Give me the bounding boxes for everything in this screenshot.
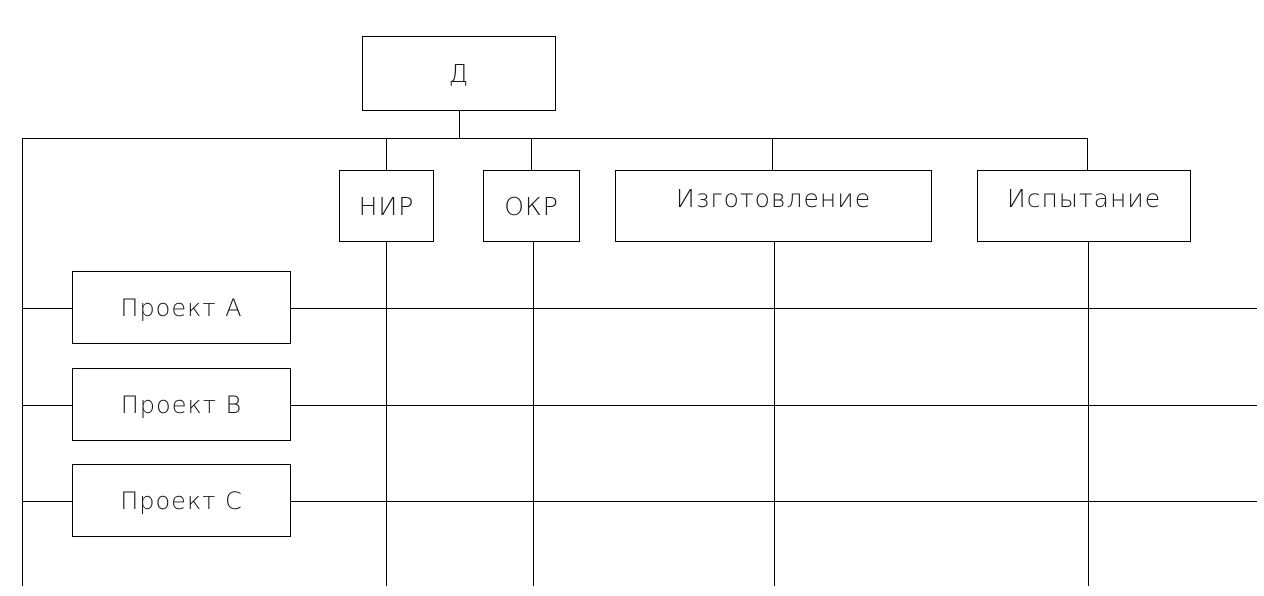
- column-box-production: Изготовление: [615, 170, 932, 242]
- column-connector-nir: [386, 138, 387, 170]
- column-connector-testing: [1087, 138, 1088, 170]
- row-box-label: Проект В: [120, 390, 243, 419]
- left-spine-line: [22, 138, 23, 586]
- row-stub-b: [22, 405, 72, 406]
- column-box-nir: НИР: [339, 170, 434, 242]
- row-box-project-b: Проект В: [72, 368, 291, 441]
- root-box-label: Д: [448, 59, 470, 88]
- column-line-production: [774, 241, 775, 586]
- row-line-b: [290, 405, 1257, 406]
- row-box-label: Проект С: [120, 486, 243, 515]
- row-line-a: [290, 308, 1257, 309]
- column-line-okr: [533, 241, 534, 586]
- column-box-okr: ОКР: [483, 170, 580, 242]
- row-stub-a: [22, 308, 72, 309]
- row-box-label: Проект А: [120, 293, 243, 322]
- column-box-label: Испытание: [1006, 183, 1162, 213]
- row-line-c: [290, 501, 1257, 502]
- column-box-label: НИР: [358, 191, 415, 221]
- column-box-label: Изготовление: [675, 183, 872, 213]
- column-box-testing: Испытание: [977, 170, 1191, 242]
- root-connector: [459, 110, 460, 138]
- row-box-project-c: Проект С: [72, 464, 291, 537]
- column-line-nir: [386, 241, 387, 586]
- row-box-project-a: Проект А: [72, 271, 291, 344]
- root-box: Д: [362, 36, 556, 111]
- column-connector-production: [772, 138, 773, 170]
- main-bus-line: [22, 138, 1088, 139]
- column-connector-okr: [531, 138, 532, 170]
- column-box-label: ОКР: [504, 191, 559, 221]
- row-stub-c: [22, 501, 72, 502]
- column-line-testing: [1088, 241, 1089, 586]
